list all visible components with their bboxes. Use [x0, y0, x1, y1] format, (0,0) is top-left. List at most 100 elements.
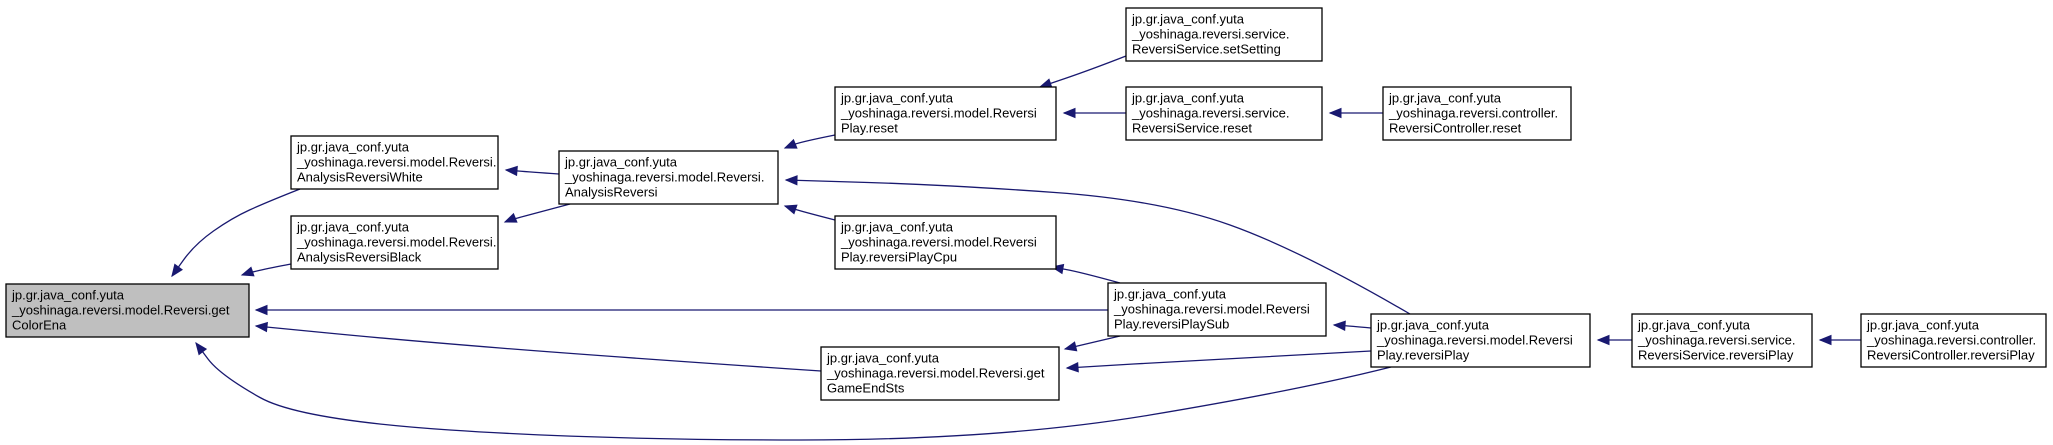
node-label-line: ColorEna: [12, 318, 67, 333]
node-label-line: jp.gr.java_conf.yuta: [296, 220, 410, 235]
edge-ReversiPlay-to-getGameEndSts: [1065, 350, 1372, 373]
node-AnalysisReversiBlack[interactable]: jp.gr.java_conf.yuta_yoshinaga.reversi.m…: [290, 215, 499, 270]
node-label-line: Play.reversiPlay: [1377, 348, 1470, 363]
node-box[interactable]: [290, 135, 499, 190]
arrowhead-icon: [504, 165, 518, 177]
node-label-line: jp.gr.java_conf.yuta: [1376, 318, 1490, 333]
node-label-line: AnalysisReversiWhite: [297, 170, 423, 185]
node-label-line: jp.gr.java_conf.yuta: [840, 91, 954, 106]
node-label-line: _yoshinaga.reversi.controller.: [1866, 333, 2036, 348]
node-label-line: jp.gr.java_conf.yuta: [1131, 91, 1245, 106]
arrowhead-icon: [1332, 320, 1346, 331]
edge-line: [505, 169, 560, 175]
node-getGameEndSts[interactable]: jp.gr.java_conf.yuta_yoshinaga.reversi.m…: [820, 346, 1060, 401]
edge-line: [785, 179, 1411, 315]
arrowhead-icon: [1328, 107, 1342, 119]
node-label-line: Play.reset: [841, 121, 898, 136]
node-AnalysisReversiWhite[interactable]: jp.gr.java_conf.yuta_yoshinaga.reversi.m…: [290, 135, 499, 190]
edge-ReversiPlay-to-ReversiPlaySub: [1332, 320, 1372, 331]
node-label-line: _yoshinaga.reversi.controller.: [1388, 106, 1558, 121]
node-box[interactable]: [820, 346, 1060, 401]
edge-line: [255, 325, 822, 372]
arrowhead-icon: [1062, 107, 1076, 119]
node-ReversiPlayCpu[interactable]: jp.gr.java_conf.yuta_yoshinaga.reversi.m…: [834, 215, 1057, 270]
node-box[interactable]: [558, 150, 779, 205]
edge-ControllerReset-to-ServiceReset: [1328, 107, 1383, 119]
node-label-line: jp.gr.java_conf.yuta: [1637, 318, 1751, 333]
edge-ServiceReversiPlay-to-ReversiPlay: [1596, 334, 1632, 346]
arrowhead-icon: [783, 138, 798, 149]
arrowhead-icon: [783, 204, 798, 215]
node-label-line: _yoshinaga.reversi.model.Reversi.get: [826, 366, 1045, 381]
edge-ControllerReversiPlay-to-ServiceReversiPlay: [1818, 334, 1861, 346]
arrowhead-icon: [1065, 362, 1079, 373]
node-label-line: _yoshinaga.reversi.model.Reversi: [840, 235, 1037, 250]
node-label-line: _yoshinaga.reversi.service.: [1131, 27, 1290, 42]
node-label-line: jp.gr.java_conf.yuta: [1131, 12, 1245, 27]
node-label-line: _yoshinaga.reversi.model.Reversi: [840, 106, 1037, 121]
node-box[interactable]: [5, 283, 250, 338]
node-ReversiPlayReset[interactable]: jp.gr.java_conf.yuta_yoshinaga.reversi.m…: [834, 86, 1057, 141]
edge-ReversiPlaySub-to-getColorEna: [254, 304, 1108, 316]
node-box[interactable]: [1631, 313, 1813, 368]
node-box[interactable]: [1125, 86, 1323, 141]
edge-ServiceSetSetting-to-ReversiPlayReset: [1038, 55, 1127, 89]
node-label-line: ReversiController.reversiPlay: [1867, 348, 2035, 363]
node-label-line: jp.gr.java_conf.yuta: [296, 140, 410, 155]
node-label-line: ReversiController.reset: [1389, 121, 1522, 136]
node-label-line: _yoshinaga.reversi.service.: [1637, 333, 1796, 348]
node-getColorEna[interactable]: jp.gr.java_conf.yuta_yoshinaga.reversi.m…: [5, 283, 250, 338]
arrowhead-icon: [1063, 341, 1078, 352]
node-AnalysisReversi[interactable]: jp.gr.java_conf.yuta_yoshinaga.reversi.m…: [558, 150, 779, 205]
node-box[interactable]: [834, 215, 1057, 270]
edge-line: [1051, 266, 1121, 284]
edge-AnalysisReversi-to-AnalysisReversiBlack: [503, 203, 571, 223]
edge-AnalysisReversiWhite-to-getColorEna: [171, 188, 301, 278]
arrowhead-icon: [171, 263, 183, 278]
node-label-line: _yoshinaga.reversi.model.Reversi.: [564, 170, 764, 185]
node-box[interactable]: [1125, 7, 1323, 62]
node-ControllerReset[interactable]: jp.gr.java_conf.yuta_yoshinaga.reversi.c…: [1382, 86, 1572, 141]
arrowhead-icon: [1818, 334, 1832, 346]
node-label-line: jp.gr.java_conf.yuta: [11, 288, 125, 303]
node-box[interactable]: [1370, 313, 1591, 368]
node-label-line: _yoshinaga.reversi.model.Reversi: [1376, 333, 1573, 348]
arrowhead-icon: [195, 341, 208, 356]
edges-layer: [171, 55, 1861, 441]
node-label-line: jp.gr.java_conf.yuta: [826, 351, 940, 366]
node-label-line: jp.gr.java_conf.yuta: [1113, 287, 1227, 302]
node-ServiceReversiPlay[interactable]: jp.gr.java_conf.yuta_yoshinaga.reversi.s…: [1631, 313, 1813, 368]
arrowhead-icon: [1596, 334, 1610, 346]
node-label-line: jp.gr.java_conf.yuta: [1866, 318, 1980, 333]
node-ServiceSetSetting[interactable]: jp.gr.java_conf.yuta_yoshinaga.reversi.s…: [1125, 7, 1323, 62]
edge-AnalysisReversiBlack-to-getColorEna: [240, 263, 292, 277]
node-label-line: jp.gr.java_conf.yuta: [840, 220, 954, 235]
edge-ReversiPlaySub-to-getGameEndSts: [1063, 335, 1121, 352]
node-ReversiPlay[interactable]: jp.gr.java_conf.yuta_yoshinaga.reversi.m…: [1370, 313, 1591, 368]
node-ServiceReset[interactable]: jp.gr.java_conf.yuta_yoshinaga.reversi.s…: [1125, 86, 1323, 141]
node-label-line: jp.gr.java_conf.yuta: [564, 155, 678, 170]
arrowhead-icon: [240, 266, 255, 277]
node-box[interactable]: [1860, 313, 2047, 368]
edge-ReversiPlay-to-AnalysisReversi: [784, 175, 1411, 315]
node-label-line: _yoshinaga.reversi.service.: [1131, 106, 1290, 121]
node-box[interactable]: [834, 86, 1057, 141]
edge-ReversiPlayReset-to-AnalysisReversi: [783, 134, 836, 149]
node-label-line: ReversiService.reversiPlay: [1638, 348, 1794, 363]
edge-ReversiPlaySub-to-ReversiPlayCpu: [1050, 263, 1121, 284]
node-box[interactable]: [1382, 86, 1572, 141]
edge-line: [1039, 55, 1127, 88]
edge-ServiceReset-to-ReversiPlayReset: [1062, 107, 1126, 119]
node-box[interactable]: [290, 215, 499, 270]
node-label-line: GameEndSts: [827, 381, 905, 396]
edge-line: [195, 342, 1392, 441]
node-ReversiPlaySub[interactable]: jp.gr.java_conf.yuta_yoshinaga.reversi.m…: [1107, 282, 1327, 337]
node-ControllerReversiPlay[interactable]: jp.gr.java_conf.yuta_yoshinaga.reversi.c…: [1860, 313, 2047, 368]
node-box[interactable]: [1107, 282, 1327, 337]
node-label-line: ReversiService.reset: [1132, 121, 1252, 136]
node-label-line: AnalysisReversi: [565, 185, 658, 200]
edge-getGameEndSts-to-getColorEna: [254, 321, 822, 372]
node-label-line: jp.gr.java_conf.yuta: [1388, 91, 1502, 106]
node-label-line: Play.reversiPlayCpu: [841, 250, 957, 265]
node-label-line: _yoshinaga.reversi.model.Reversi.: [296, 235, 496, 250]
